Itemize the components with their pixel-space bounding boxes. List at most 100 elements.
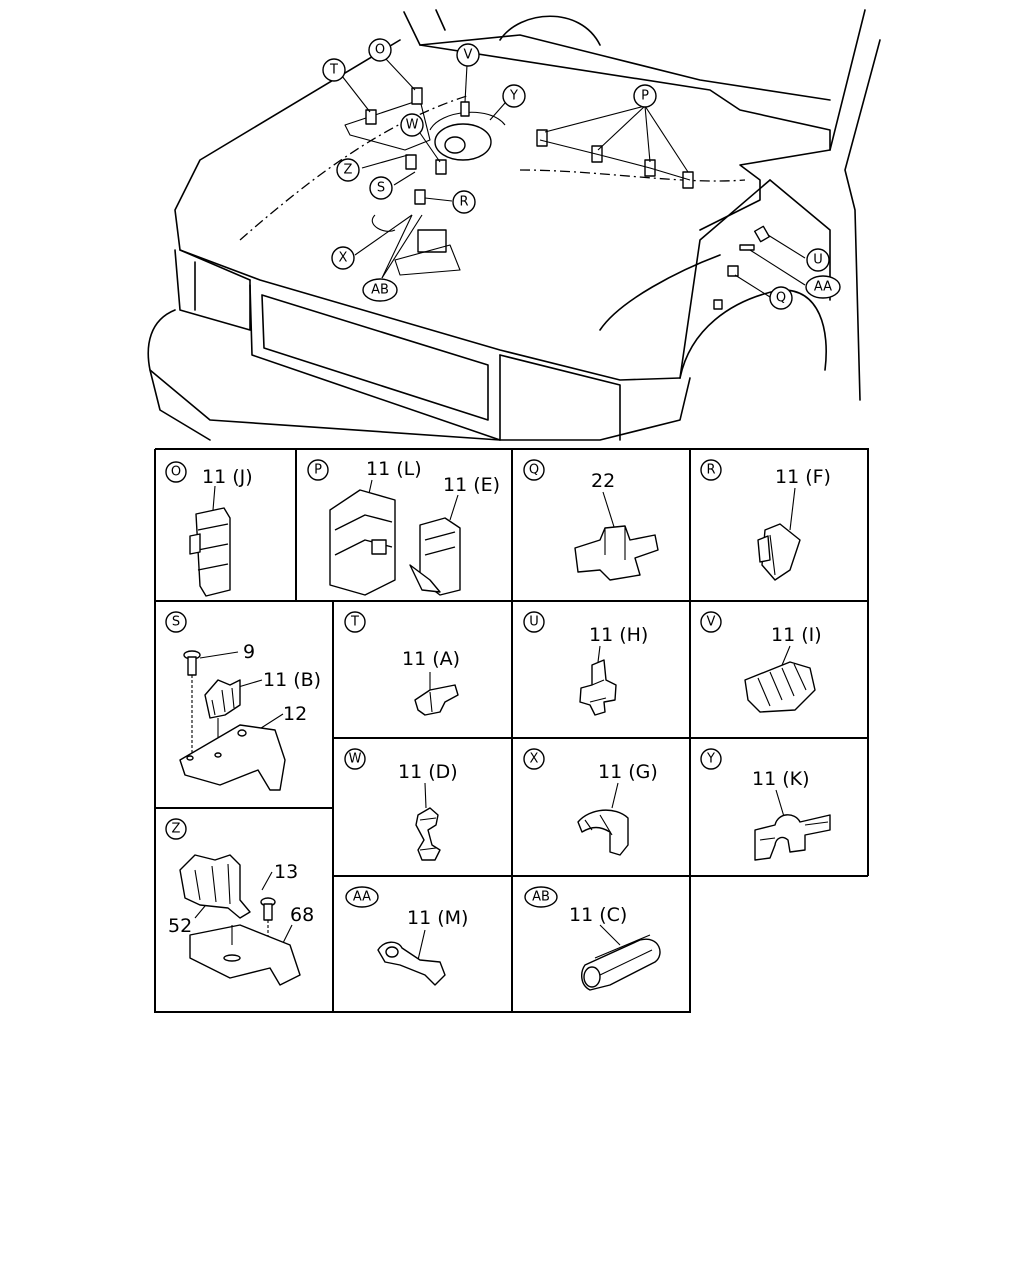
svg-text:S: S <box>377 181 385 196</box>
cell-tag-O: O <box>165 461 187 483</box>
engine-components <box>344 87 771 310</box>
callout-V: V <box>456 43 480 67</box>
bolt-13 <box>260 897 276 945</box>
label-11M: 11 (M) <box>407 907 468 929</box>
callout-Q: Q <box>769 286 793 310</box>
label-68: 68 <box>290 904 314 926</box>
label-11H: 11 (H) <box>589 624 648 646</box>
callout-W: W <box>400 113 424 137</box>
clip-11D <box>415 807 441 861</box>
label-11F: 11 (F) <box>775 466 831 488</box>
overview-callouts: O T V Y P W Z S R X AB U AA Q <box>322 38 841 310</box>
cell-S: S 9 11 (B) 12 <box>165 611 321 791</box>
clip-11G <box>577 809 629 856</box>
cell-AB: AB 11 (C) <box>524 886 661 991</box>
bolt-9 <box>183 650 201 755</box>
svg-text:W: W <box>406 118 419 133</box>
cell-tag-AB: AB <box>524 886 558 908</box>
svg-text:Q: Q <box>529 463 539 478</box>
svg-text:P: P <box>314 463 322 478</box>
cell-tag-P: P <box>307 459 329 481</box>
cell-tag-V: V <box>700 611 722 633</box>
callout-S: S <box>369 176 393 200</box>
clip-11A <box>414 684 459 716</box>
cell-tag-U: U <box>523 611 545 633</box>
svg-text:P: P <box>641 89 649 104</box>
cell-tag-Z: Z <box>165 818 187 840</box>
clip-11I <box>744 661 816 713</box>
cell-V: V 11 (I) <box>700 611 822 713</box>
leader-lines <box>341 57 806 298</box>
callout-P: P <box>633 84 657 108</box>
label-11C: 11 (C) <box>569 904 627 926</box>
svg-text:W: W <box>349 752 362 767</box>
vehicle-overview: O T V Y P W Z S R X AB U AA Q <box>147 9 881 441</box>
cell-Q: Q 22 <box>523 459 659 581</box>
svg-text:V: V <box>464 48 473 63</box>
cell-X: X 11 (G) <box>523 748 658 856</box>
clip-11J <box>189 507 231 597</box>
cell-R: R 11 (F) <box>700 459 831 581</box>
svg-text:O: O <box>375 43 385 58</box>
callout-AA: AA <box>805 275 841 299</box>
clip-11H <box>579 659 617 716</box>
clip-11L <box>329 489 396 596</box>
label-11E: 11 (E) <box>443 474 500 496</box>
cell-T: T 11 (A) <box>344 611 460 716</box>
label-11A: 11 (A) <box>402 648 460 670</box>
clip-11M <box>377 941 446 986</box>
callout-O: O <box>368 38 392 62</box>
svg-text:AB: AB <box>532 890 550 905</box>
label-9: 9 <box>243 641 255 663</box>
label-22: 22 <box>591 470 615 492</box>
cell-AA: AA 11 (M) <box>345 886 468 986</box>
cell-tag-T: T <box>344 611 366 633</box>
label-11J: 11 (J) <box>202 466 253 488</box>
cell-tag-AA: AA <box>345 886 379 908</box>
bracket-12 <box>179 724 286 791</box>
cell-W: W 11 (D) <box>344 748 458 861</box>
svg-text:Y: Y <box>509 89 518 104</box>
label-11B: 11 (B) <box>263 669 321 691</box>
cell-tag-W: W <box>344 748 366 770</box>
svg-text:X: X <box>530 752 539 767</box>
callout-X: X <box>331 246 355 270</box>
cell-tag-Y: Y <box>700 748 722 770</box>
svg-text:Z: Z <box>344 163 353 178</box>
svg-text:R: R <box>459 195 468 210</box>
svg-text:O: O <box>171 465 181 480</box>
callout-R: R <box>452 190 476 214</box>
svg-text:U: U <box>529 615 539 630</box>
svg-text:Q: Q <box>776 291 786 306</box>
callout-T: T <box>322 58 346 82</box>
cell-Y: Y 11 (K) <box>700 748 831 861</box>
callout-U: U <box>806 248 830 272</box>
svg-text:R: R <box>706 463 715 478</box>
clip-11F <box>757 523 801 581</box>
label-11K: 11 (K) <box>752 768 810 790</box>
svg-text:Z: Z <box>172 822 181 837</box>
label-11G: 11 (G) <box>598 761 658 783</box>
svg-text:X: X <box>339 251 348 266</box>
cell-Z: Z 13 52 68 <box>165 818 314 986</box>
callout-AB: AB <box>362 278 398 302</box>
clip-52 <box>179 854 251 919</box>
svg-text:U: U <box>813 253 823 268</box>
clip-11K <box>754 814 831 861</box>
callout-Y: Y <box>502 84 526 108</box>
callout-Z: Z <box>336 158 360 182</box>
label-13: 13 <box>274 861 298 883</box>
label-52: 52 <box>168 915 192 937</box>
svg-text:T: T <box>350 615 359 630</box>
cell-P: P 11 (L) 11 (E) <box>307 458 500 596</box>
parts-grid <box>154 448 869 1013</box>
svg-text:AA: AA <box>814 280 832 295</box>
clip-11C <box>581 934 661 991</box>
cell-tag-R: R <box>700 459 722 481</box>
cell-U: U 11 (H) <box>523 611 648 716</box>
bracket-68 <box>189 924 301 986</box>
svg-text:Y: Y <box>706 752 715 767</box>
svg-text:AB: AB <box>371 283 389 298</box>
svg-text:T: T <box>329 63 338 78</box>
